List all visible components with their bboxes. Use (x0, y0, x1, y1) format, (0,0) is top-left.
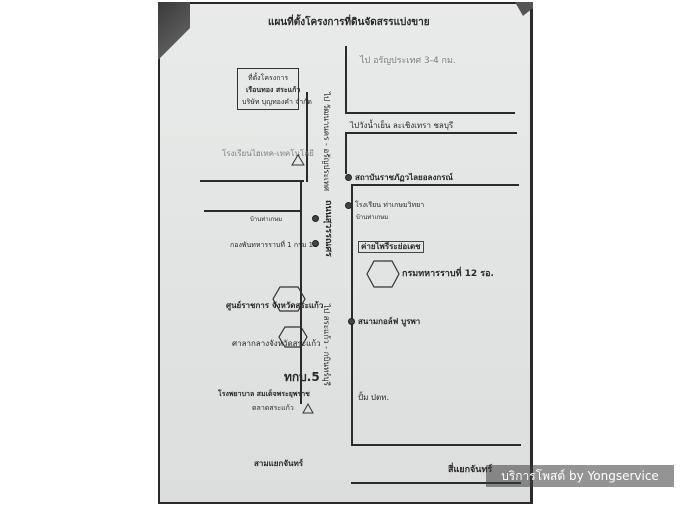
main-road-right-edge-lower (351, 186, 353, 446)
page-margin-right (535, 0, 695, 506)
hightech-triangle-icon (291, 154, 305, 166)
road-to-prachinburi-upper (345, 112, 515, 114)
golf-location-dot-icon (348, 318, 355, 325)
golf-course-label: สนามกอล์ฟ บูรพา (358, 317, 421, 326)
project-site-box (237, 68, 299, 110)
map-title: แผนที่ตั้งโครงการที่ดินจัดสรรแบ่งขาย (268, 17, 430, 28)
road-si-yaek-lower (351, 482, 521, 484)
hospital-label: โรงพยาบาล สมเด็จพระยุพราช (218, 390, 310, 398)
road-si-yaek (351, 444, 521, 446)
infantry-battalion-label: กองพันทหารราบที่ 1 กรม 12 (230, 241, 318, 249)
sam-yaek-label: สามแยกจันทร์ (254, 459, 304, 468)
road-label-middle: ถนนสุวรรณศร (323, 200, 333, 257)
provincial-hall-label: ศาลากลางจังหวัดสระแก้ว (232, 339, 321, 348)
infantry-regiment-label: กรมทหารราบที่ 12 รอ. (402, 269, 494, 279)
paper-curl (158, 2, 190, 66)
to-prachinburi-label: ไปวังน้ำเย็น ละเชิงเทรา ชลบุรี (350, 121, 454, 130)
main-road-right-edge-upper (345, 46, 347, 114)
regiment-hexagon-icon (366, 260, 400, 288)
road-hightech-upper (200, 180, 304, 182)
road-label-lower: ไป สระแก้ว - กบินทร์บุรี (322, 304, 331, 386)
market-triangle-icon (302, 403, 314, 414)
thakasem-school-label: โรงเรียน ท่าเกษมวิทยา (355, 201, 425, 209)
ban-thakasem-right-label: บ้านท่าเกษม (356, 214, 389, 221)
watermark-label: บริการโพสต์ by Yongservice (486, 465, 674, 487)
rajabhat-location-dot-icon (345, 174, 352, 181)
map-photo: แผนที่ตั้งโครงการที่ดินจัดสรรแบ่งขาย ที่… (158, 2, 533, 504)
ban-thakasem-left-label: บ้านท่าเกษม (250, 216, 283, 223)
site-line-3: บริษัท บุญทองคำ จำกัด (242, 98, 312, 106)
road-rajabhat (351, 184, 519, 186)
gov-center-label: ศูนย์ราชการ จังหวัดสระแก้ว (226, 301, 324, 310)
site-line-2: เรือนทอง สระแก้ว (246, 86, 301, 94)
road-hightech-lower (204, 210, 302, 212)
si-yaek-label: สี่แยกจันทร์ (448, 465, 493, 475)
main-road-right-edge-mid (345, 132, 347, 174)
highway-district-label: ทกบ.5 (284, 370, 320, 384)
camp-label: ค่ายไพรีระย่อเดช (358, 241, 424, 253)
map-paper: แผนที่ตั้งโครงการที่ดินจัดสรรแบ่งขาย ที่… (160, 4, 530, 502)
market-label: ตลาดสระแก้ว (252, 404, 294, 412)
gov-center-hexagon-icon (272, 286, 306, 312)
gas-station-label: ปั้ม ปตท. (358, 393, 389, 402)
main-road-left-edge-upper (306, 92, 308, 182)
road-to-prachinburi-lower (345, 132, 517, 134)
road-label-upper: ไป วัฒนานคร - อรัญประเทศ (322, 92, 331, 192)
site-line-1: ที่ตั้งโครงการ (248, 74, 289, 82)
hightech-school-label: โรงเรียนไฮเทค-เทคโนโลยี (222, 149, 314, 158)
to-aranyaprathet-label: ไป อรัญประเทศ 3-4 กม. (360, 56, 456, 66)
pen-tip (515, 2, 533, 16)
page-margin-left (0, 0, 160, 506)
thakasem-school-location-dot-icon (345, 202, 352, 209)
battalion-location-dot-icon (312, 240, 319, 247)
rajabhat-label: สถาบันราชภัฏวไลยอลงกรณ์ (355, 173, 453, 182)
ban-thakasem-location-dot-icon (312, 215, 319, 222)
provincial-hall-hexagon-icon (278, 326, 308, 348)
